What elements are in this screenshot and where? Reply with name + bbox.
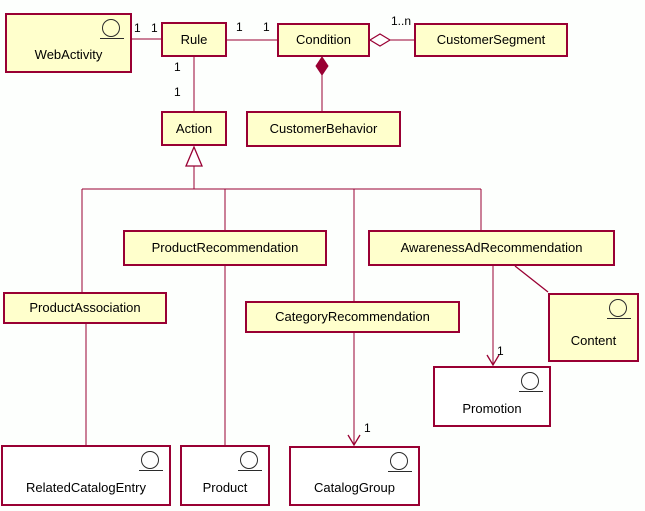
class-box-product: Product (180, 445, 270, 506)
class-box-categoryrecommendation: CategoryRecommendation (245, 301, 460, 333)
class-label: Promotion (462, 401, 522, 416)
class-label: Content (570, 333, 617, 348)
multiplicity-label: 1 (174, 60, 181, 74)
class-box-condition: Condition (277, 23, 370, 57)
class-label: CatalogGroup (314, 480, 395, 495)
interface-icon (100, 19, 124, 42)
interface-icon (238, 451, 262, 474)
class-box-action: Action (161, 111, 227, 146)
class-label: RelatedCatalogEntry (26, 480, 146, 495)
class-box-productrecommendation: ProductRecommendation (123, 230, 327, 266)
class-label: CustomerSegment (436, 32, 546, 47)
class-box-content: Content (548, 293, 639, 362)
class-label: WebActivity (34, 47, 103, 62)
interface-icon (388, 452, 412, 475)
class-box-cataloggroup: CatalogGroup (289, 446, 420, 506)
composition-diamond-icon (315, 56, 329, 76)
class-label: Action (175, 120, 213, 136)
class-box-awarenessadrecommendation: AwarenessAdRecommendation (368, 230, 615, 266)
interface-icon (519, 372, 543, 395)
class-box-promotion: Promotion (433, 366, 551, 427)
class-label: CategoryRecommendation (275, 309, 430, 324)
class-label: Condition (296, 32, 351, 47)
multiplicity-label: 1 (151, 21, 158, 35)
multiplicity-label: 1 (174, 85, 181, 99)
arrowhead-cataloggroup-icon (347, 434, 361, 447)
class-label: AwarenessAdRecommendation (400, 240, 583, 255)
class-label: ProductRecommendation (151, 240, 299, 255)
class-box-customersegment: CustomerSegment (414, 23, 568, 57)
multiplicity-label: 1..n (391, 14, 412, 28)
aggregation-diamond-icon (368, 33, 392, 47)
class-box-productassociation: ProductAssociation (3, 292, 167, 324)
generalization-triangle-icon (185, 145, 203, 167)
interface-icon (139, 451, 163, 474)
class-box-rule: Rule (161, 22, 227, 57)
class-label: Product (202, 480, 248, 495)
class-label: Rule (180, 31, 208, 47)
class-box-customerbehavior: CustomerBehavior (246, 111, 401, 147)
class-label: ProductAssociation (29, 300, 141, 315)
multiplicity-label: 1 (134, 21, 141, 35)
interface-icon (607, 299, 631, 322)
multiplicity-label: 1 (364, 421, 371, 435)
class-box-webactivity: WebActivity (5, 13, 132, 73)
association-awarenessadrecommendation-content (514, 265, 549, 293)
multiplicity-label: 1 (263, 20, 270, 34)
class-label: CustomerBehavior (269, 121, 378, 136)
multiplicity-label: 1 (497, 344, 504, 358)
multiplicity-label: 1 (236, 20, 243, 34)
class-box-relatedcatalogentry: RelatedCatalogEntry (1, 445, 171, 506)
